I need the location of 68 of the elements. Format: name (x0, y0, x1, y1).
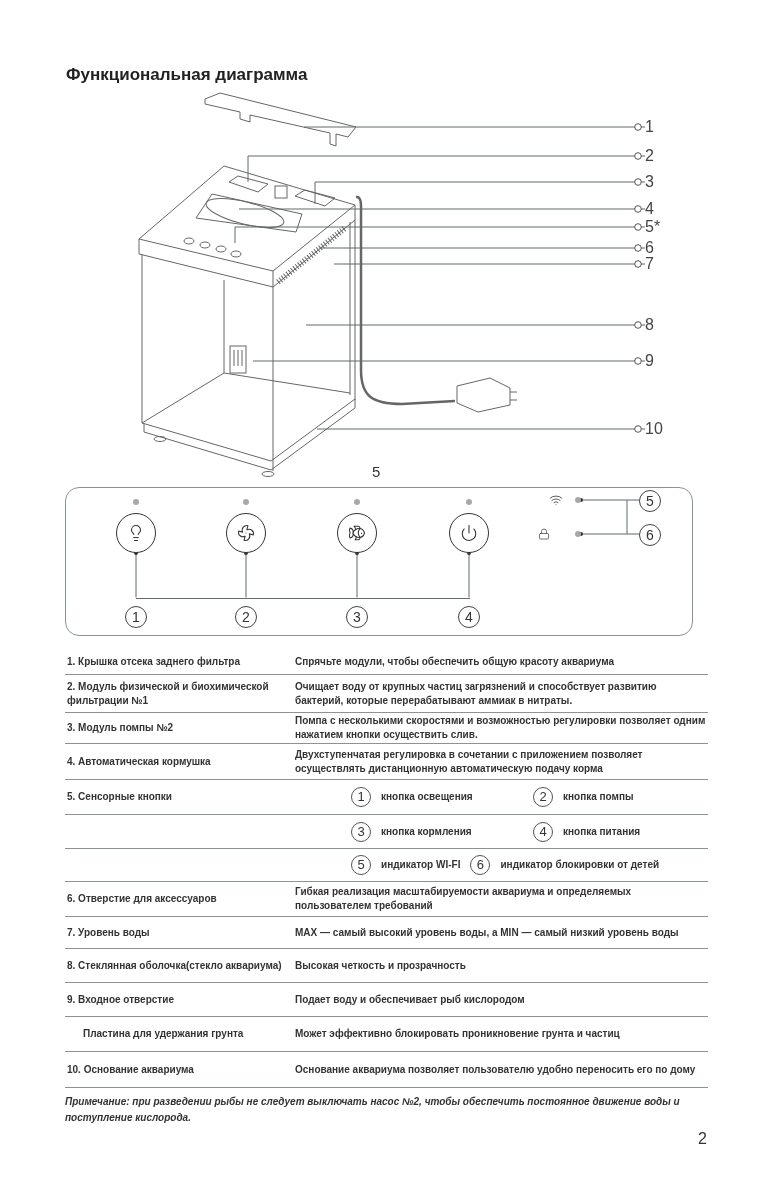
table-cell-text: Подает воду и обеспечивает рыб кислородом (295, 992, 526, 1007)
leader-line (252, 357, 646, 365)
touch-button (116, 513, 156, 553)
callout-number: 9 (645, 351, 675, 371)
connector-line (244, 551, 248, 598)
touch-button (449, 513, 489, 553)
table-cell-text: Основание аквариума позволяет пользователю удобно переносить его по дому (295, 1062, 697, 1077)
table-cell-text: 5. Сенсорные кнопки (67, 790, 173, 804)
callout-number: 5* (645, 217, 675, 237)
connector-line (467, 551, 471, 598)
connector-line (579, 498, 640, 502)
connector-line (134, 551, 138, 598)
callout-number: 1 (645, 117, 675, 137)
table-cell: индикатор WI-FI (381, 858, 461, 872)
callout-number: 4 (458, 606, 480, 628)
table-cell: индикатор блокировки от детей (500, 858, 660, 872)
table-cell-text: 7. Уровень воды (67, 925, 151, 940)
table-cell: кнопка освещения (381, 790, 473, 804)
table-cell-text: Очищает воду от крупных частиц загрязнений и способствует развитию бактерий, которые перерабатывают аммиак в нитраты. (295, 679, 658, 708)
touch-button (226, 513, 266, 553)
page-title: Функциональная диаграмма (66, 64, 308, 86)
table-cell-text: Спрячьте модули, чтобы обеспечить общую красоту аквариума (295, 655, 615, 669)
table-cell: Помпа с несколькими скоростями и возможностью регулировки позволяет одним нажатием кнопки осуществить слив. (295, 714, 706, 742)
callout-number: 1 (125, 606, 147, 628)
table-cell-text: 6. Отверстие для аксессуаров (67, 892, 218, 906)
connector-line (355, 551, 359, 598)
table-cell-text: 3. Модуль помпы №2 (67, 721, 175, 735)
table-cell: кнопка помпы (563, 790, 634, 804)
leader-line (247, 152, 646, 183)
callout-number: 6 (639, 524, 661, 546)
callout-number: 8 (645, 315, 675, 335)
table-cell: кнопка кормления (381, 824, 472, 839)
table-cell-text: 10. Основание аквариума (67, 1062, 195, 1077)
bus-line (135, 597, 470, 599)
leader-line (234, 223, 646, 244)
connector-line (579, 532, 640, 536)
table-cell-text: Высокая четкость и прозрачность (295, 958, 467, 973)
callout-number: 10 (645, 419, 675, 439)
table-cell-text: Пластина для удержания грунта (83, 1027, 245, 1041)
leader-line (305, 321, 646, 329)
leader-line (238, 205, 646, 213)
table-cell-text: 2. Модуль физической и биохимической фильтрации №1 (67, 679, 270, 708)
panel-number: 5 (372, 462, 381, 482)
table-cell-text: Двухступенчатая регулировка в сочетании с приложением позволяет осуществлять дистанционную автоматическую подачу корма (295, 747, 644, 776)
callout-number: 3 (346, 606, 368, 628)
callout-number: 5 (639, 490, 661, 512)
callout-number: 4 (645, 199, 675, 219)
indicator-led (575, 497, 581, 503)
table-cell-text: 1. Крышка отсека заднего фильтра (67, 655, 241, 669)
table-cell-text: Может эффективно блокировать проникновение грунта и частиц (295, 1027, 621, 1041)
touch-button (337, 513, 377, 553)
table-cell-text: 4. Автоматическая кормушка (67, 754, 212, 769)
callout-number: 3 (645, 172, 675, 192)
leader-line (314, 178, 646, 205)
leader-line (316, 425, 646, 433)
leader-line (318, 244, 646, 252)
leader-line (303, 123, 646, 131)
table-cell: кнопка питания (563, 824, 641, 839)
page-number: 2 (698, 1129, 707, 1149)
callout-number: 2 (645, 146, 675, 166)
note-text: Примечание: при разведении рыбы не следует выключать насос №2, чтобы обеспечить постоянное движение воды и поступление кислорода. (65, 1095, 681, 1125)
table-cell-text: MAX — самый высокий уровень воды, а MIN — самый низкий уровень воды (295, 925, 680, 940)
table-cell-text: Гибкая реализация масштабируемости аквариума и определяемых пользователем требований (295, 885, 633, 913)
table-cell-text: 8. Стеклянная оболочка(стекло аквариума) (67, 958, 283, 973)
table-cell-text: 9. Входное отверстие (67, 992, 175, 1007)
leader-line (333, 260, 646, 268)
indicator-led (575, 531, 581, 537)
callout-number: 2 (235, 606, 257, 628)
